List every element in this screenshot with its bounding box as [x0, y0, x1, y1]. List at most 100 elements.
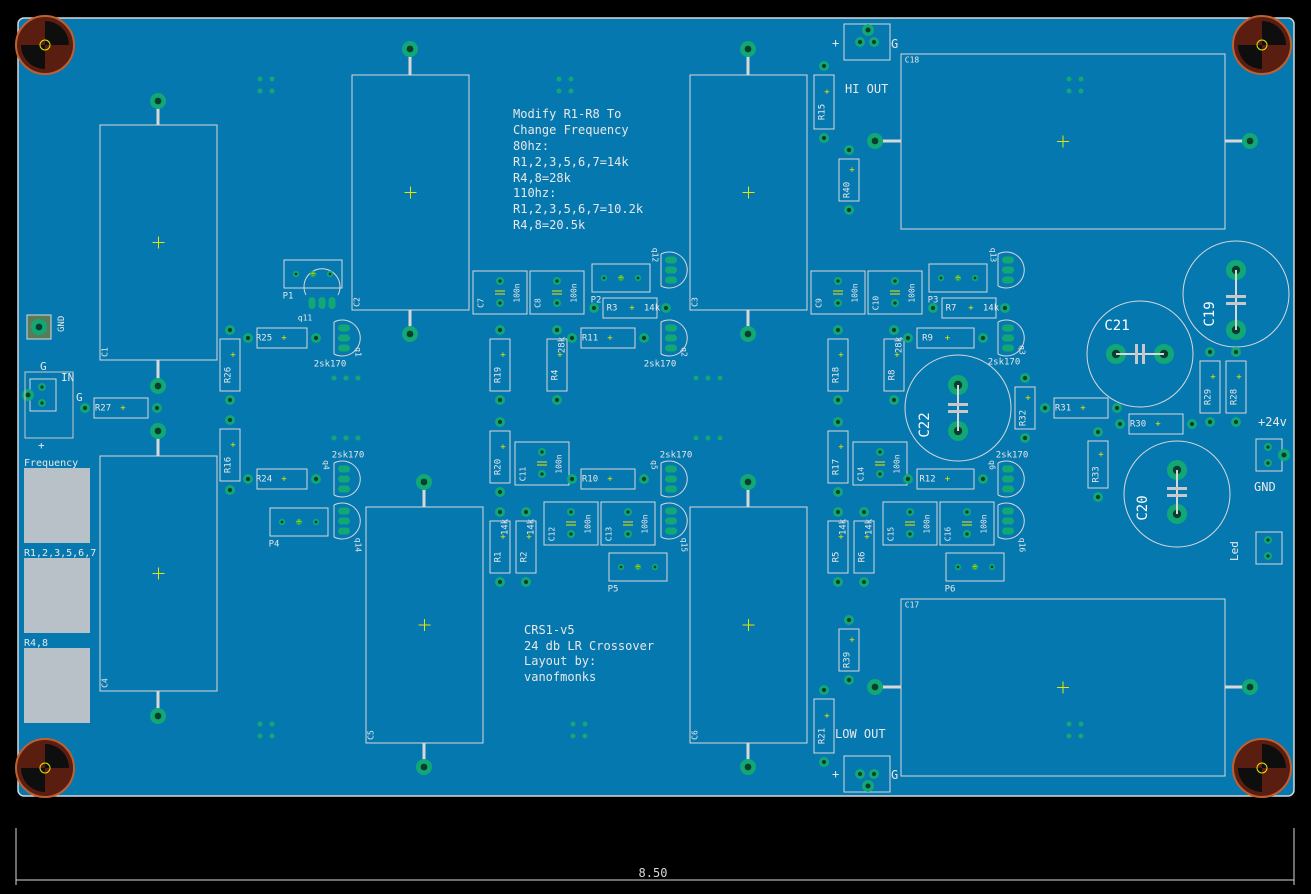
resistor: R33+	[1087, 427, 1109, 502]
resistor-value-label: 14k	[527, 518, 537, 535]
freq-note-line: R1,2,3,5,6,7=10.2k	[513, 202, 644, 216]
mounting-hole-center	[39, 762, 51, 774]
center-mark: +	[635, 563, 641, 573]
via	[1066, 88, 1072, 94]
resistor-value-label: 14k	[839, 518, 849, 535]
pad-hole	[653, 565, 657, 569]
resistor-ref-label: R3	[607, 304, 618, 314]
input-connector: IN G G + Frequency R1,2,3,5,6,7 R4,8 GND	[24, 316, 96, 649]
output-labels: HI OUT LOW OUT + G + G +24v GND Led	[832, 36, 1287, 782]
film-capacitor: C18	[867, 53, 1258, 230]
pad-hole	[878, 472, 882, 476]
capacitor-ref-label: C4	[101, 678, 110, 688]
pad-hole	[227, 397, 233, 403]
resistor-ref-label: R11	[582, 334, 598, 344]
transistor-ref-label: q3	[1018, 345, 1027, 355]
center-mark: +	[1210, 373, 1216, 383]
capacitor-body	[600, 501, 656, 546]
resistor-body	[219, 338, 241, 392]
transistor-part-label: 2sk170	[314, 360, 347, 370]
pad	[1002, 485, 1014, 493]
pad-hole	[641, 335, 647, 341]
via	[1066, 721, 1072, 727]
pad	[665, 475, 677, 483]
resistor-body	[1053, 397, 1109, 419]
capacitor-value-label: 100n	[641, 514, 650, 533]
resistor: R16+	[219, 415, 241, 495]
pad	[328, 297, 336, 309]
mounting-hole-quadrant	[1262, 744, 1286, 768]
pad-hole	[1207, 349, 1213, 355]
pad-hole	[313, 476, 319, 482]
pad-hole	[930, 305, 936, 311]
pad-hole	[602, 276, 606, 280]
pot-ref-label: P6	[945, 585, 956, 595]
resistor: R32+	[1014, 373, 1036, 443]
pad-hole	[835, 509, 841, 515]
pad-hole	[973, 565, 977, 569]
connector-body	[1255, 531, 1283, 565]
pad-hole	[1002, 305, 1008, 311]
pad	[308, 297, 316, 309]
center-mark: +	[500, 351, 506, 361]
transistor-body	[303, 268, 341, 296]
resistor: R18+	[827, 325, 849, 405]
resistor-body	[827, 520, 849, 574]
pad-hole	[744, 478, 752, 486]
capacitor-ref-label: C1	[101, 347, 110, 357]
pad	[338, 517, 350, 525]
trimmer-pot: +P2	[591, 263, 651, 306]
pad-hole	[497, 489, 503, 495]
pad-hole	[857, 39, 863, 45]
transistor: q16	[997, 502, 1027, 552]
capacitor-plate	[1167, 487, 1187, 490]
via	[331, 435, 337, 441]
via	[343, 435, 349, 441]
mounting-hole-quadrant	[45, 744, 69, 768]
capacitor-plate	[1135, 344, 1138, 364]
r48-silk-block	[24, 648, 90, 723]
transistor-ref-label: q15	[680, 538, 689, 553]
pad-hole	[857, 771, 863, 777]
film-capacitor: C17	[867, 598, 1258, 777]
resistor-body	[1087, 440, 1109, 489]
gnd-testpoint-label: GND	[57, 316, 67, 332]
pad-hole	[540, 472, 544, 476]
resistor: R8+28k	[883, 325, 905, 405]
resistor-body	[813, 74, 835, 130]
center-mark: +	[864, 533, 870, 543]
transistor-ref-label: q11	[298, 314, 313, 323]
resistor-body	[489, 338, 511, 392]
resistor-ref-label: R2	[520, 552, 530, 563]
pad-hole	[835, 579, 841, 585]
resistor-body	[853, 520, 875, 574]
gnd-label: GND	[1254, 480, 1276, 494]
credits-line: CRS1-v5	[524, 623, 575, 637]
resistor: R17+	[827, 417, 849, 497]
pad-hole	[619, 276, 623, 280]
transistor-part-label: 2sk170	[660, 451, 693, 461]
resistor: R9+	[903, 327, 988, 349]
pad-hole	[35, 323, 43, 331]
pad-hole	[1233, 419, 1239, 425]
resistor-ref-label: R4	[551, 370, 561, 381]
connector	[843, 23, 891, 61]
resistor-body	[1128, 413, 1184, 435]
pad	[665, 256, 677, 264]
via	[582, 721, 588, 727]
pad	[1002, 324, 1014, 332]
pad-hole	[939, 276, 943, 280]
pad-hole	[154, 382, 162, 390]
pad-hole	[311, 272, 315, 276]
pad-hole	[861, 509, 867, 515]
pad-hole	[626, 510, 630, 514]
pot-ref-label: P2	[591, 296, 602, 306]
low-plus-label: +	[832, 767, 839, 781]
resistor: R2+14k	[515, 507, 537, 587]
film-capacitor: C5	[365, 474, 484, 775]
resistor-body	[1199, 360, 1221, 414]
pad-hole	[821, 759, 827, 765]
